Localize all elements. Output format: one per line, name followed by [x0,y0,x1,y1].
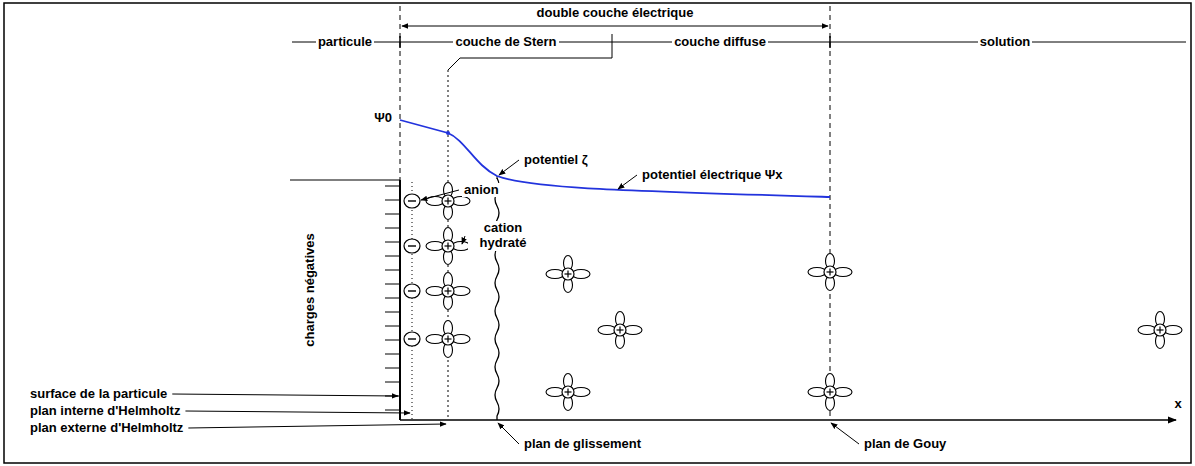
leader-arrow [831,423,859,444]
leader-arrow [172,394,398,396]
zone-label: couche diffuse [672,35,768,50]
cation-symbol [808,374,852,411]
leader-arrow [188,424,446,428]
plane-label: plan de Gouy [862,437,948,452]
cation-symbol [426,228,470,265]
anion-symbol [404,284,420,298]
cation-symbol [546,256,590,293]
ion-label: anion [462,183,501,198]
x-axis [400,419,1176,420]
ion-label: cation hydraté [468,221,538,251]
negative-charge-ticks [385,186,400,410]
leader-arrow [499,160,519,175]
slip-plane-wavy-line [495,178,499,420]
cation-symbol [426,321,470,358]
particle-top-line [290,179,400,180]
plane-label: surface de la particule [28,387,169,402]
gouy-dashed-line [830,6,831,420]
cation-symbol [808,254,852,291]
plane-label: plan interne d'Helmholtz [28,404,182,419]
potential-label: potentiel électrique Ψx [640,168,785,183]
anion-symbol [404,194,420,208]
plane-label: plan de glissement [522,437,643,452]
potential-label: potentiel ζ [522,153,590,168]
anion-symbol [404,332,420,346]
double-layer-arrow [402,26,828,27]
zone-tick [399,36,401,48]
leader-arrow [421,190,459,200]
zone-label: couche de Stern [453,35,558,50]
cation-symbol [546,374,590,411]
particle-surface-line [399,180,401,420]
anion-symbol [404,239,420,253]
title-label: double couche électrique [535,6,696,21]
plane-label: plan externe d'Helmholtz [28,421,185,436]
zone-label: particule [316,35,374,50]
zone-tick [829,36,831,48]
cation-symbol [1138,312,1182,349]
leader-arrow [498,423,519,444]
cation-symbol [426,273,470,310]
leader-arrow [462,236,465,244]
zone-label: solution [978,35,1033,50]
axis-label: x [1172,397,1183,412]
leader-arrow [185,411,410,413]
cation-symbol [598,312,642,349]
surface-dashed-line [400,6,401,180]
potential-label: Ψ0 [372,111,394,126]
frame [4,3,1191,463]
stern-bracket [448,34,612,70]
potential-curve [400,120,830,197]
leader-arrow [618,175,637,189]
inner-helmholtz-line [412,182,413,420]
curve-point [446,131,450,135]
surface-charge-label: charges négatives [303,231,318,348]
